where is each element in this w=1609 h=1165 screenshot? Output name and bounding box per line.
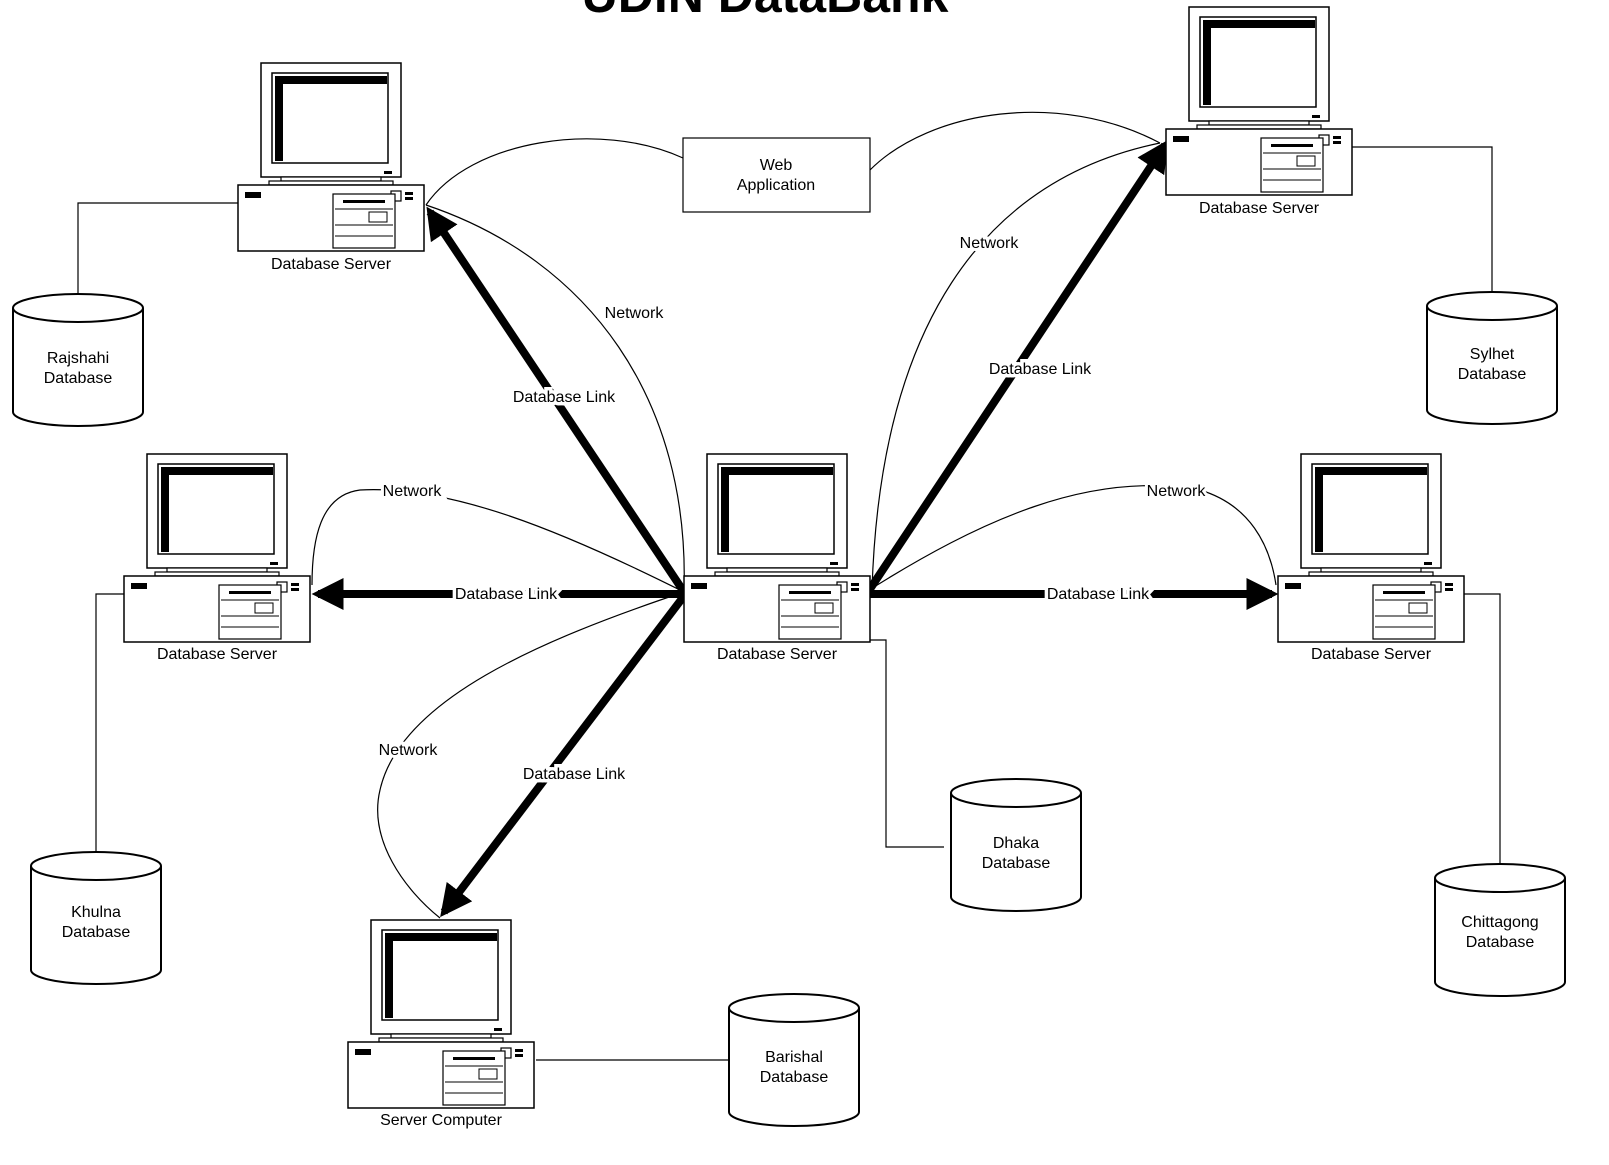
- server-label: Database Server: [271, 256, 392, 273]
- database-link-label: Database Link: [455, 586, 558, 603]
- database-link-label: Database Link: [1047, 586, 1150, 603]
- server-sw: Server Computer: [347, 919, 535, 1129]
- database-label: Database: [62, 924, 131, 941]
- database-label: Database: [982, 855, 1051, 872]
- database-khulna: Khulna Database: [30, 851, 162, 985]
- computer-icon: [237, 62, 425, 252]
- server-ne: Database Server: [1165, 6, 1353, 217]
- network-curve-center-ne: [871, 142, 1161, 591]
- server-center: Database Server: [683, 453, 871, 663]
- server-label: Database Server: [1311, 646, 1432, 663]
- web-application-box: Web Application: [682, 137, 871, 213]
- server-label: Server Computer: [380, 1112, 502, 1129]
- network-curves: [311, 111, 1277, 919]
- server-nw: Database Server: [237, 62, 425, 273]
- database-rajshahi: Rajshahi Database: [12, 293, 144, 427]
- network-label: Network: [605, 305, 665, 322]
- server-w: Database Server: [123, 453, 311, 663]
- db-connections: [77, 146, 1501, 1061]
- database-sylhet: Sylhet Database: [1426, 291, 1558, 425]
- database-link-label: Database Link: [523, 766, 626, 783]
- network-label: Network: [383, 483, 443, 500]
- server-label: Database Server: [717, 646, 838, 663]
- database-link-label: Database Link: [989, 361, 1092, 378]
- arrow-icon: [426, 206, 688, 595]
- connection-labels: Network Network Network Network Network …: [376, 232, 1210, 787]
- network-curve-nw-webapp: [425, 138, 684, 206]
- database-label: Database: [1458, 366, 1527, 383]
- database-label: Chittagong: [1461, 914, 1538, 931]
- network-curve-center-w: [311, 489, 685, 593]
- diagram-title: UDIN DataBank: [582, 0, 949, 23]
- server-label: Database Server: [157, 646, 278, 663]
- computer-icon: [1165, 6, 1353, 196]
- database-links: [311, 139, 1279, 918]
- network-label: Network: [1147, 483, 1207, 500]
- network-label: Network: [960, 235, 1020, 252]
- database-label: Dhaka: [993, 835, 1039, 852]
- database-chittagong: Chittagong Database: [1434, 863, 1566, 997]
- network-curve-center-e: [865, 484, 1277, 593]
- database-label: Barishal: [765, 1049, 823, 1066]
- computer-icon: [683, 453, 871, 643]
- network-label: Network: [379, 742, 439, 759]
- database-link-label: Database Link: [513, 389, 616, 406]
- arrow-icon: [864, 139, 1169, 595]
- database-label: Database: [760, 1069, 829, 1086]
- computer-icon: [347, 919, 535, 1109]
- database-label: Database: [44, 370, 113, 387]
- arrow-icon: [440, 593, 688, 918]
- computer-icon: [1277, 453, 1465, 643]
- database-label: Khulna: [71, 904, 121, 921]
- network-curve-center-sw: [377, 591, 685, 919]
- web-app-label-line2: Application: [737, 177, 815, 194]
- database-label: Database: [1466, 934, 1535, 951]
- database-label: Rajshahi: [47, 350, 109, 367]
- database-label: Sylhet: [1470, 346, 1515, 363]
- database-dhaka: Dhaka Database: [950, 778, 1082, 912]
- computer-icon: [123, 453, 311, 643]
- network-curve-center-nw: [425, 204, 685, 593]
- network-curve-webapp-ne: [869, 111, 1161, 171]
- server-label: Database Server: [1199, 200, 1320, 217]
- web-app-label-line1: Web: [760, 157, 793, 174]
- database-barishal: Barishal Database: [728, 993, 860, 1127]
- server-e: Database Server: [1277, 453, 1465, 663]
